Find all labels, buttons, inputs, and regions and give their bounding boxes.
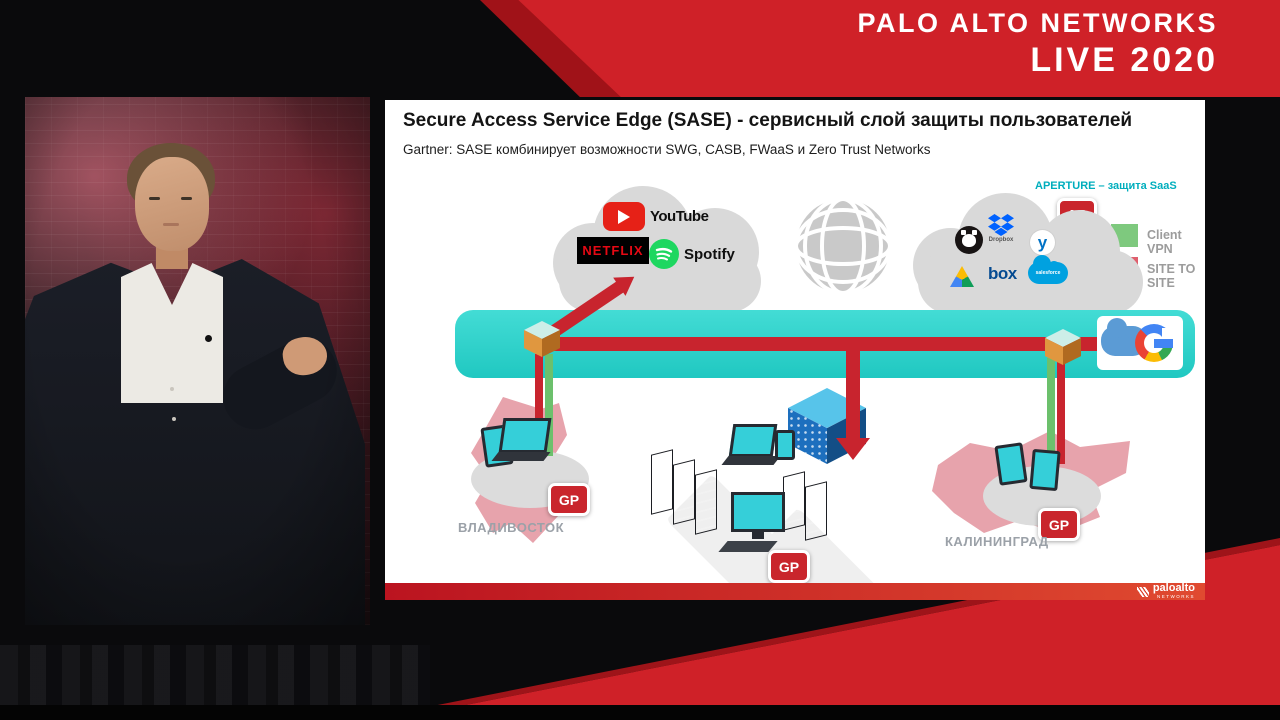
banner-brand: PALO ALTO NETWORKS: [857, 8, 1218, 38]
laptop-icon: [721, 424, 781, 465]
slide: Secure Access Service Edge (SASE) - серв…: [385, 100, 1205, 600]
dropbox-icon: Dropbox: [988, 214, 1014, 243]
yammer-letter: y: [1037, 232, 1048, 252]
youtube-wordmark: YouTube: [650, 208, 709, 225]
spotify-logo: Spotify: [649, 239, 735, 269]
shirt-button: [172, 417, 176, 421]
site-to-site-path: [543, 337, 1183, 351]
yammer-icon: y: [1030, 230, 1055, 255]
globalprotect-badge-right: GP: [1038, 508, 1080, 541]
github-icon: [955, 226, 983, 254]
salesforce-icon: salesforce: [1028, 255, 1068, 284]
spotify-wordmark: Spotify: [684, 245, 735, 263]
client-vpn-line-right: [1047, 358, 1055, 464]
server-rack-icon: [695, 469, 717, 535]
site-label-kaliningrad: КАЛИНИНГРАД: [945, 534, 1049, 549]
laptop-icon: [491, 418, 552, 461]
google-logo: [1135, 324, 1174, 362]
client-vpn-line-left: [545, 354, 553, 456]
shirt-button: [170, 387, 174, 391]
dropbox-wordmark: Dropbox: [988, 237, 1014, 243]
youtube-play-icon: [603, 202, 645, 231]
box-logo: box: [988, 264, 1017, 283]
server-rack-icon: [673, 459, 695, 525]
firewall-cube-left: [524, 321, 560, 361]
paloalto-networks-sub: NETWORKS: [1156, 594, 1195, 600]
paloalto-mark-icon: [1136, 586, 1149, 597]
banner-event: LIVE 2020: [1030, 41, 1218, 79]
netflix-logo: NETFLIX: [577, 237, 649, 264]
server-rack-icon: [783, 471, 805, 531]
presenter-face: [135, 157, 209, 251]
site-to-site-line-right: [1057, 358, 1065, 464]
arrow-down-icon: [836, 438, 870, 460]
vignette: [25, 97, 370, 625]
event-banner: PALO ALTO NETWORKS LIVE 2020: [858, 8, 1218, 80]
paloalto-logo: paloalto NETWORKS: [1153, 583, 1195, 600]
legend-label-site-to-site: SITE TO SITE: [1147, 262, 1196, 290]
legend-label-client-vpn: Client VPN: [1147, 228, 1182, 256]
globalprotect-badge-left: GP: [548, 483, 590, 516]
spotify-icon: [649, 239, 679, 269]
monitor-icon: [718, 492, 785, 552]
google-cloud-box: [1097, 316, 1183, 370]
media-cloud: YouTube NETFLIX Spotify: [553, 178, 768, 318]
lapel-mic: [205, 335, 212, 342]
globe-icon: [794, 197, 892, 295]
site-to-site-branch: [846, 344, 860, 442]
aperture-label: APERTURE – защита SaaS: [1035, 180, 1177, 192]
salesforce-wordmark: salesforce: [1035, 270, 1061, 276]
tablet-icon: [1029, 448, 1061, 492]
site-label-vladivostok: ВЛАДИВОСТОК: [458, 520, 565, 535]
server-rack-icon: [805, 481, 827, 541]
city-skyline-background: [0, 645, 430, 705]
phone-icon: [775, 430, 795, 460]
firewall-cube-right: [1045, 329, 1081, 369]
saas-cloud: Dropbox y box salesforce: [913, 188, 1148, 323]
paloalto-wordmark: paloalto: [1152, 582, 1195, 595]
globalprotect-badge-center: GP: [768, 550, 810, 583]
youtube-logo: YouTube: [603, 202, 709, 231]
letterbox-bar: [0, 705, 1280, 720]
tablet-icon: [994, 442, 1028, 486]
slide-footer-bar: paloalto NETWORKS: [385, 583, 1205, 600]
netflix-wordmark: NETFLIX: [582, 243, 644, 258]
presenter-video: [25, 97, 370, 625]
slide-title: Secure Access Service Edge (SASE) - серв…: [403, 110, 1133, 131]
slide-subtitle: Gartner: SASE комбинирует возможности SW…: [403, 142, 931, 157]
server-rack-icon: [651, 449, 673, 515]
top-banner-ribbon: [505, 0, 1280, 97]
site-to-site-line-left: [535, 354, 543, 456]
